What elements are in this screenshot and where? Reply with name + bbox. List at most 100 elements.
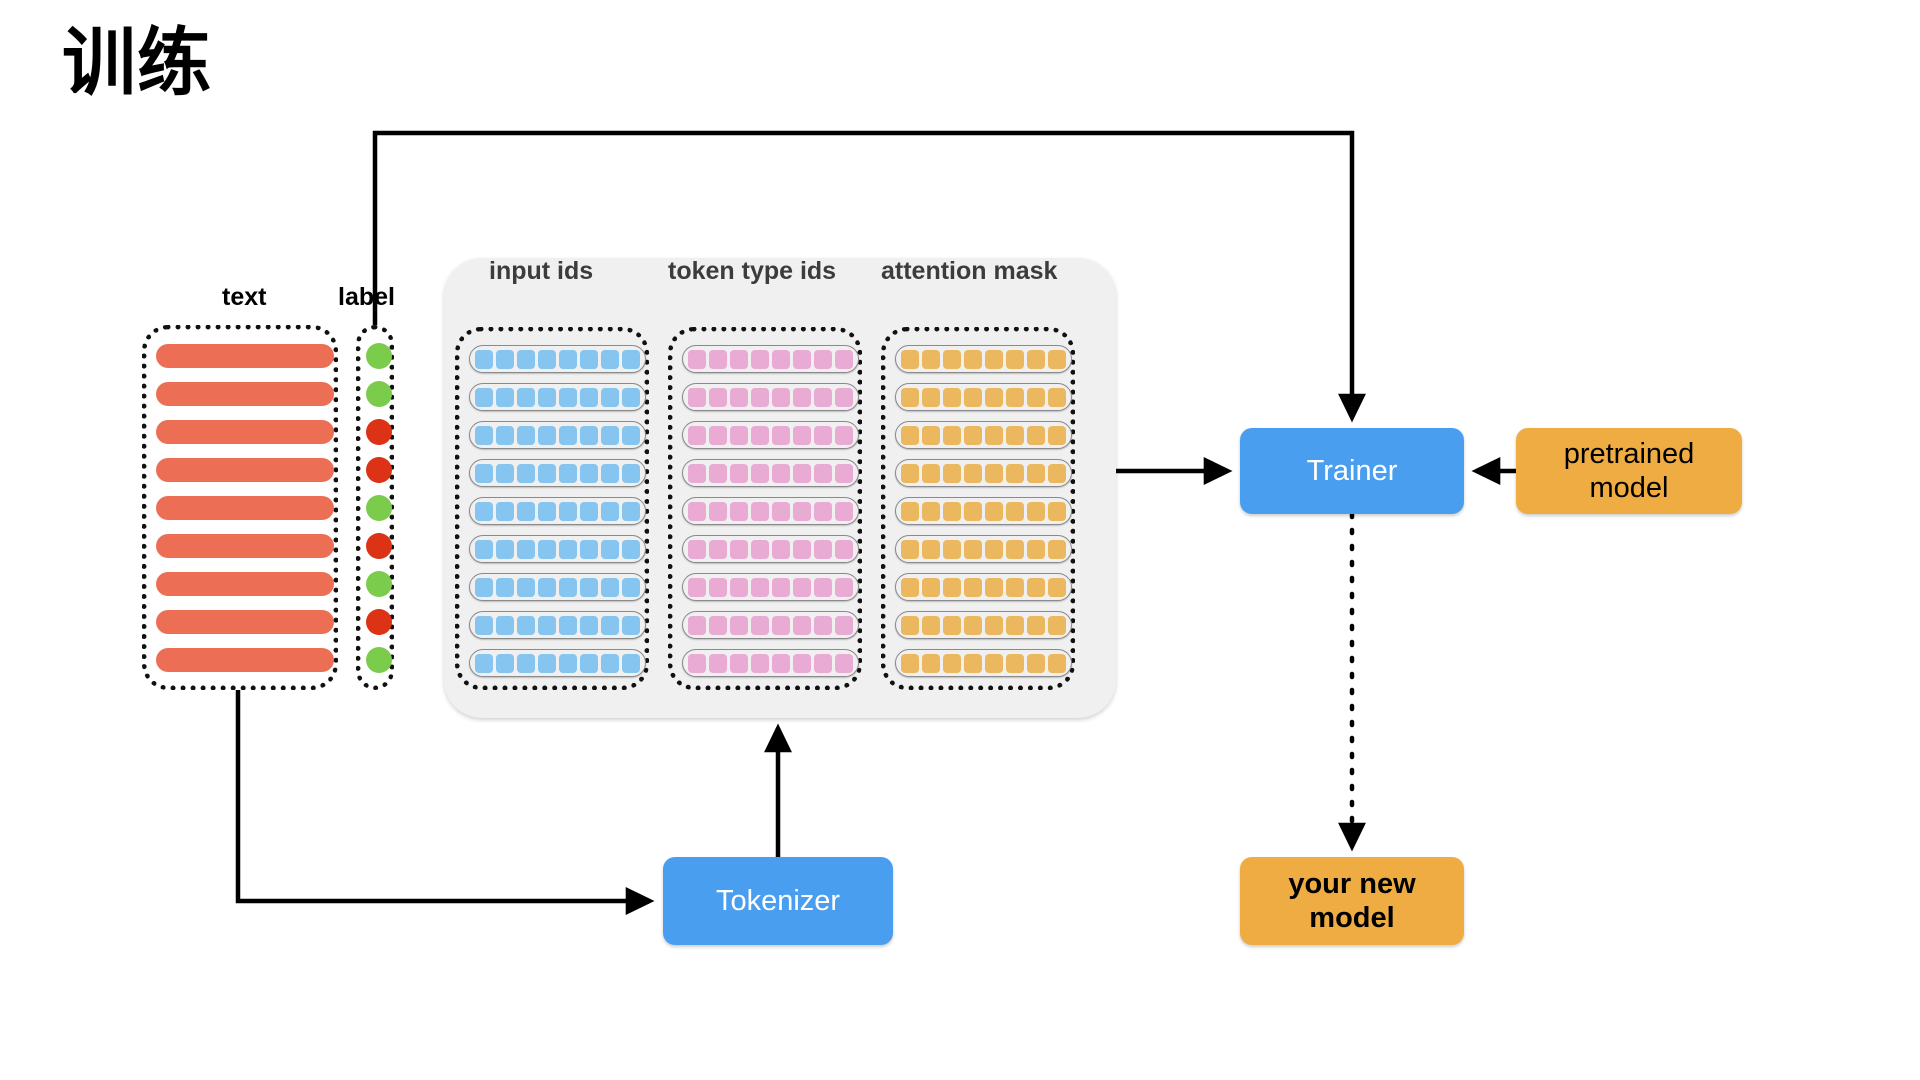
token-cell — [751, 501, 769, 521]
token-cell — [901, 425, 919, 445]
token-cell — [688, 577, 706, 597]
token-cell — [751, 463, 769, 483]
tokenizer-node[interactable]: Tokenizer — [663, 857, 893, 945]
token-cell — [835, 577, 853, 597]
token-cell — [985, 501, 1003, 521]
token-cell — [943, 387, 961, 407]
token-cell — [622, 463, 640, 483]
trainer-node[interactable]: Trainer — [1240, 428, 1464, 514]
token-cell — [772, 349, 790, 369]
token-cell — [943, 425, 961, 445]
token-cell — [985, 425, 1003, 445]
token-cell — [730, 349, 748, 369]
sequence-row — [682, 421, 859, 449]
token-cell — [1048, 539, 1066, 559]
token-cell — [730, 653, 748, 673]
token-cell — [517, 653, 535, 673]
token-cell — [622, 501, 640, 521]
text-row — [156, 496, 334, 520]
token-cell — [922, 615, 940, 635]
token-cell — [814, 501, 832, 521]
token-cell — [814, 425, 832, 445]
label-dot-positive — [366, 647, 392, 673]
token-cell — [1006, 539, 1024, 559]
token-cell — [793, 387, 811, 407]
token-cell — [622, 539, 640, 559]
token-cell — [985, 653, 1003, 673]
token-cell — [793, 349, 811, 369]
token-cell — [1048, 577, 1066, 597]
token-cell — [709, 387, 727, 407]
sequence-row — [682, 611, 859, 639]
token-cell — [814, 615, 832, 635]
sequence-row — [469, 611, 646, 639]
text-column-caption: text — [222, 283, 267, 311]
token-cell — [559, 349, 577, 369]
token-cell — [772, 501, 790, 521]
sequence-row — [469, 459, 646, 487]
token-cell — [475, 425, 493, 445]
token-cell — [1048, 463, 1066, 483]
token-cell — [709, 653, 727, 673]
token-cell — [814, 577, 832, 597]
token-cell — [835, 501, 853, 521]
token-cell — [538, 387, 556, 407]
sequence-row — [469, 497, 646, 525]
token-cell — [517, 425, 535, 445]
token-cell — [475, 539, 493, 559]
token-cell — [835, 653, 853, 673]
token-cell — [730, 463, 748, 483]
token-cell — [772, 577, 790, 597]
token-cell — [1048, 425, 1066, 445]
sequence-row — [895, 421, 1072, 449]
token-cell — [943, 539, 961, 559]
token-cell — [730, 615, 748, 635]
label-dot-positive — [366, 571, 392, 597]
token-cell — [835, 387, 853, 407]
sequence-row — [895, 611, 1072, 639]
token-cell — [835, 349, 853, 369]
token-cell — [793, 577, 811, 597]
label-column-caption: label — [338, 283, 395, 311]
token-cell — [751, 615, 769, 635]
token-cell — [1006, 577, 1024, 597]
token-cell — [688, 539, 706, 559]
token-cell — [1048, 349, 1066, 369]
token-cell — [517, 349, 535, 369]
sequence-row — [469, 573, 646, 601]
token-cell — [496, 501, 514, 521]
token-cell — [580, 463, 598, 483]
encoded-features-panel — [444, 258, 1116, 718]
token-cell — [772, 539, 790, 559]
token-cell — [517, 539, 535, 559]
token-type-ids-column-group — [668, 327, 862, 690]
sequence-row — [682, 383, 859, 411]
token-cell — [709, 463, 727, 483]
token-cell — [622, 577, 640, 597]
token-cell — [751, 349, 769, 369]
token-cell — [730, 539, 748, 559]
token-cell — [1048, 387, 1066, 407]
token-cell — [496, 387, 514, 407]
token-cell — [1027, 425, 1045, 445]
token-cell — [1006, 387, 1024, 407]
text-row — [156, 648, 334, 672]
token-cell — [475, 349, 493, 369]
token-cell — [496, 425, 514, 445]
sequence-row — [682, 573, 859, 601]
token-cell — [985, 577, 1003, 597]
token-cell — [964, 463, 982, 483]
input-ids-column-group — [455, 327, 649, 690]
sequence-row — [469, 421, 646, 449]
token-cell — [538, 577, 556, 597]
sequence-row — [895, 345, 1072, 373]
token-cell — [964, 539, 982, 559]
token-cell — [475, 387, 493, 407]
token-cell — [985, 539, 1003, 559]
token-cell — [1048, 653, 1066, 673]
token-cell — [985, 615, 1003, 635]
token-cell — [1027, 501, 1045, 521]
token-cell — [943, 615, 961, 635]
